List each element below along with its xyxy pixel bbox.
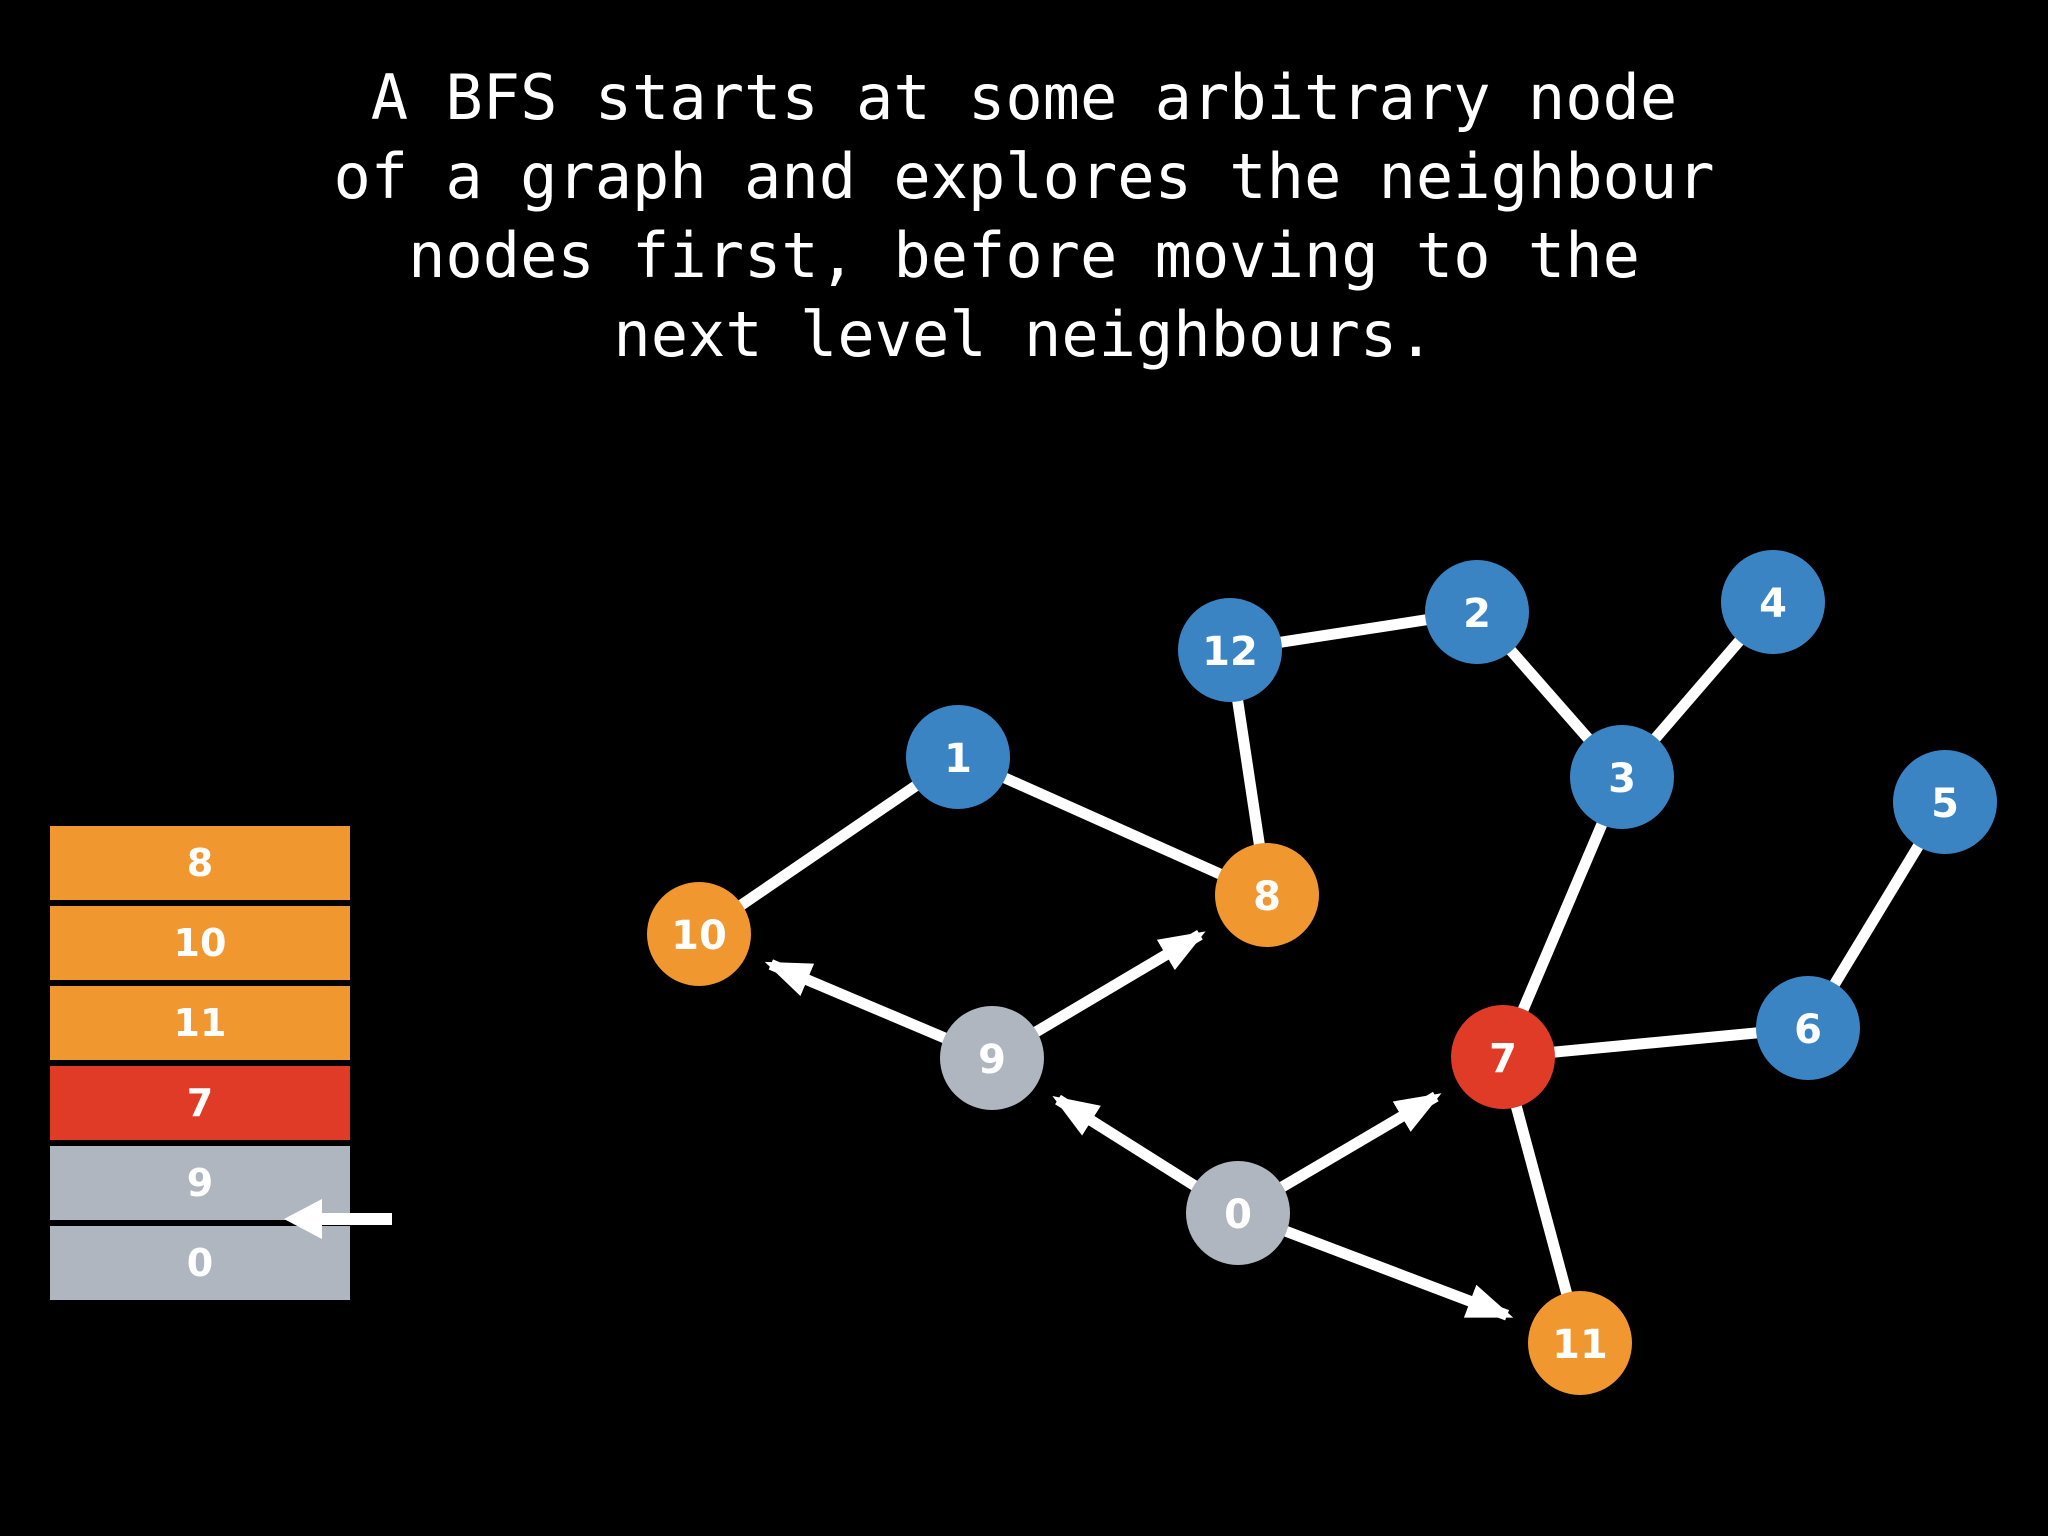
graph-node-label: 8 [1253, 874, 1281, 920]
queue-cell-value: 0 [186, 1241, 214, 1285]
graph-node-label: 12 [1202, 629, 1258, 675]
graph-edge [1231, 694, 1266, 851]
graph-node[interactable]: 8 [1215, 843, 1319, 947]
bfs-queue: 8 10 11 7 9 0 [50, 826, 350, 1306]
graph-node-label: 10 [671, 913, 727, 959]
graph-node-circle [1528, 1291, 1632, 1395]
queue-cell[interactable]: 10 [50, 906, 350, 980]
queue-cell[interactable]: 7 [50, 1066, 350, 1140]
page-title: A BFS starts at some arbitrary node of a… [333, 61, 1715, 371]
graph-node-circle [1178, 598, 1282, 702]
graph-node-label: 9 [978, 1037, 1006, 1083]
graph-node-circle [1451, 1005, 1555, 1109]
graph-node[interactable]: 3 [1570, 725, 1674, 829]
queue-cell-value: 10 [173, 921, 227, 965]
graph-edge [1647, 633, 1748, 746]
graph-node-circle [1893, 750, 1997, 854]
graph-node-label: 5 [1931, 781, 1959, 827]
graph-node-circle [1756, 976, 1860, 1080]
graph-node[interactable]: 1 [906, 705, 1010, 809]
graph-edge [1274, 613, 1433, 649]
queue-cell[interactable]: 8 [50, 826, 350, 900]
queue-cell-value: 9 [186, 1161, 214, 1205]
graph-node[interactable]: 12 [1178, 598, 1282, 702]
graph-edges [733, 613, 1926, 1321]
graph-edge [733, 778, 924, 913]
graph-edge [1515, 817, 1610, 1017]
queue-cell[interactable]: 9 [50, 1146, 350, 1220]
graph-node[interactable]: 11 [1528, 1291, 1632, 1395]
graph-node-label: 11 [1552, 1322, 1608, 1368]
graph-node-circle [1215, 843, 1319, 947]
graph-edge-directed [1279, 1224, 1514, 1321]
graph-node-label: 1 [944, 736, 972, 782]
graph-edge [1548, 1026, 1763, 1059]
graph-node[interactable]: 7 [1451, 1005, 1555, 1109]
graph-node[interactable]: 2 [1425, 560, 1529, 664]
queue-cell-value: 8 [186, 841, 214, 885]
graph-node[interactable]: 5 [1893, 750, 1997, 854]
graph-edge [1827, 838, 1926, 992]
graph-node-label: 2 [1463, 591, 1491, 637]
graph-edge [997, 770, 1228, 882]
graph-node[interactable]: 6 [1756, 976, 1860, 1080]
graph-node-circle [1570, 725, 1674, 829]
graph-nodes: 12 2 4 3 5 1 8 10 9 7 6 0 11 [647, 550, 1997, 1395]
queue-cell[interactable]: 11 [50, 986, 350, 1060]
graph-node[interactable]: 0 [1186, 1161, 1290, 1265]
graph-edge [1509, 1099, 1574, 1301]
graph-node[interactable]: 4 [1721, 550, 1825, 654]
graph-node-label: 3 [1608, 756, 1636, 802]
graph-node[interactable]: 10 [647, 882, 751, 986]
graph-node-circle [1721, 550, 1825, 654]
graph-edge-directed [764, 959, 952, 1046]
queue-cell[interactable]: 0 [50, 1226, 350, 1300]
graph-node-label: 7 [1489, 1036, 1517, 1082]
graph-node-circle [647, 882, 751, 986]
graph-node-label: 4 [1759, 581, 1787, 627]
graph-node-circle [906, 705, 1010, 809]
graph-edge-directed [1274, 1091, 1442, 1195]
queue-pointer-arrow-icon [284, 1199, 392, 1239]
graph-node-label: 0 [1224, 1192, 1252, 1238]
graph-node-label: 6 [1794, 1007, 1822, 1053]
queue-cell-value: 7 [186, 1081, 214, 1125]
graph-edge-directed [1052, 1094, 1203, 1194]
graph-node-circle [1425, 560, 1529, 664]
graph-node-circle [1186, 1161, 1290, 1265]
graph-edge-directed [1028, 930, 1206, 1040]
queue-cell-value: 11 [173, 1001, 227, 1045]
graph-edge [1503, 642, 1596, 747]
graph-node[interactable]: 9 [940, 1006, 1044, 1110]
graph-node-circle [940, 1006, 1044, 1110]
